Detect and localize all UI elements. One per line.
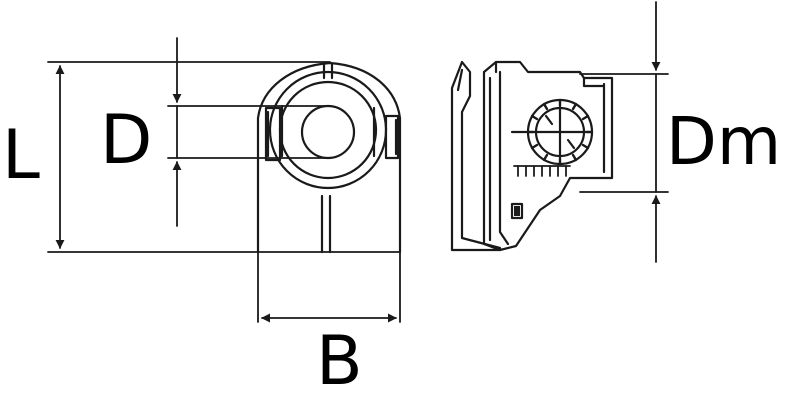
dimension-B xyxy=(257,251,401,323)
dimension-D xyxy=(167,37,329,227)
label-D: D xyxy=(100,101,152,180)
dimension-Dm xyxy=(579,1,669,263)
dimension-L xyxy=(47,61,401,253)
scale-ticks xyxy=(513,165,571,177)
lug-right xyxy=(384,114,400,160)
ring-middle xyxy=(278,80,378,180)
side-view xyxy=(450,60,614,252)
clip-body-outline xyxy=(256,61,402,254)
bore-circle xyxy=(300,104,356,160)
label-Dm: Dm xyxy=(666,103,781,180)
lug-left xyxy=(264,106,282,162)
indicator-window xyxy=(510,202,524,220)
clip-hook xyxy=(450,60,502,252)
label-L: L xyxy=(2,116,40,195)
label-B: B xyxy=(316,322,363,401)
front-view xyxy=(256,61,402,254)
ring-outer xyxy=(268,70,388,190)
side-body xyxy=(482,60,614,252)
